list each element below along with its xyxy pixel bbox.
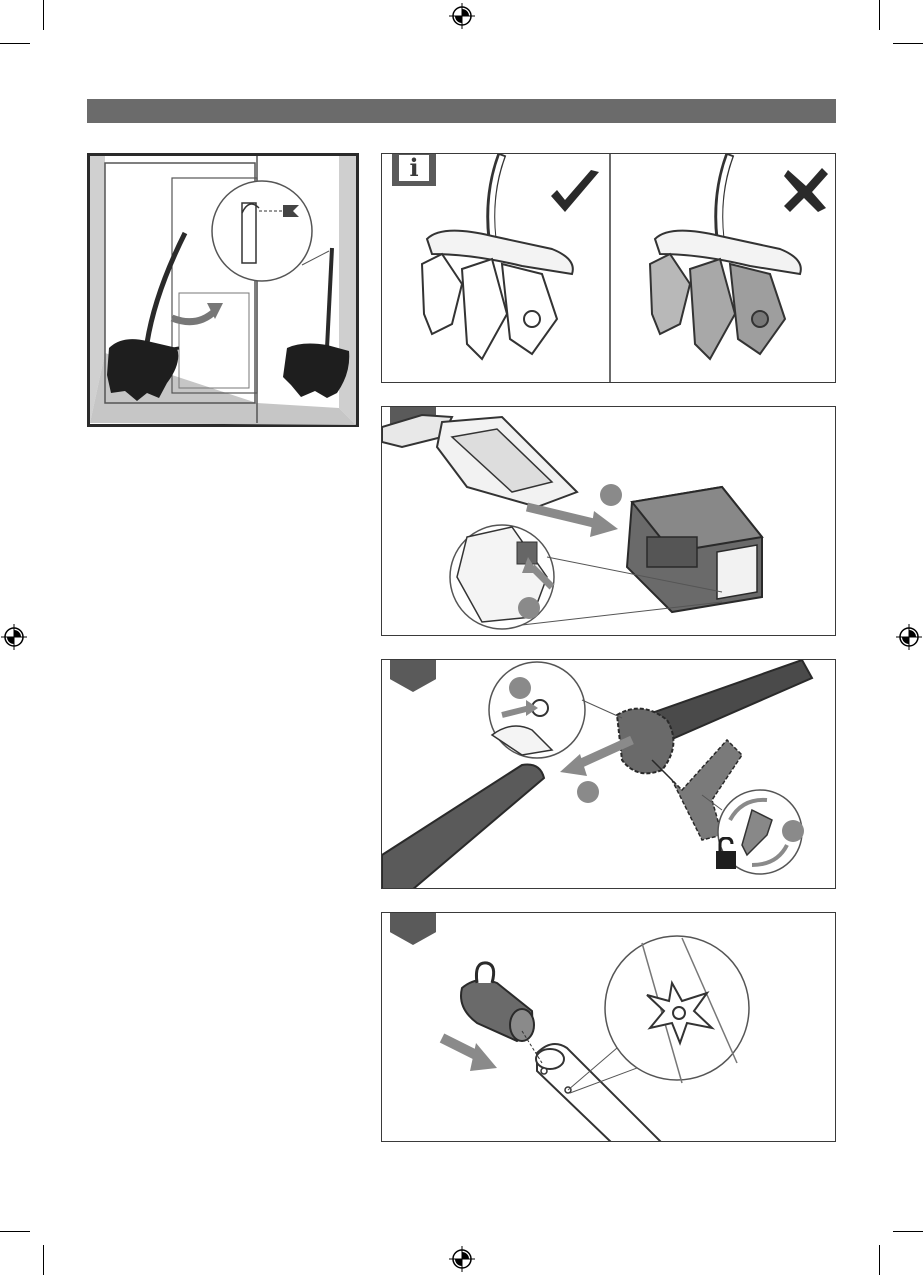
crop-mark (43, 1245, 44, 1275)
step-marker-circle (782, 820, 804, 842)
cross-icon (782, 166, 830, 214)
info-panel: i (381, 153, 836, 383)
info-glyph: i (397, 153, 431, 183)
step-panel-battery (381, 406, 836, 636)
registration-target-icon (449, 3, 475, 29)
crop-mark (879, 1245, 880, 1275)
crop-mark (879, 0, 880, 30)
step-panel-handle-cap (381, 912, 836, 1142)
header-bar (87, 99, 836, 123)
storage-illustration (87, 153, 359, 427)
unlock-icon (716, 837, 736, 869)
step-marker-circle (577, 781, 599, 803)
checkmark-icon (547, 168, 603, 216)
crop-mark (43, 0, 44, 30)
crop-mark (893, 1231, 923, 1232)
registration-target-icon (896, 624, 922, 650)
info-icon: i (392, 153, 436, 186)
crop-mark (0, 1231, 30, 1232)
registration-target-icon (449, 1246, 475, 1272)
registration-target-icon (1, 624, 27, 650)
step-marker-circle (600, 484, 622, 506)
crop-mark (0, 43, 30, 44)
step-marker-circle (509, 677, 531, 699)
step-panel-shaft-assembly (381, 659, 836, 889)
crop-mark (893, 43, 923, 44)
step-marker-circle (518, 597, 540, 619)
